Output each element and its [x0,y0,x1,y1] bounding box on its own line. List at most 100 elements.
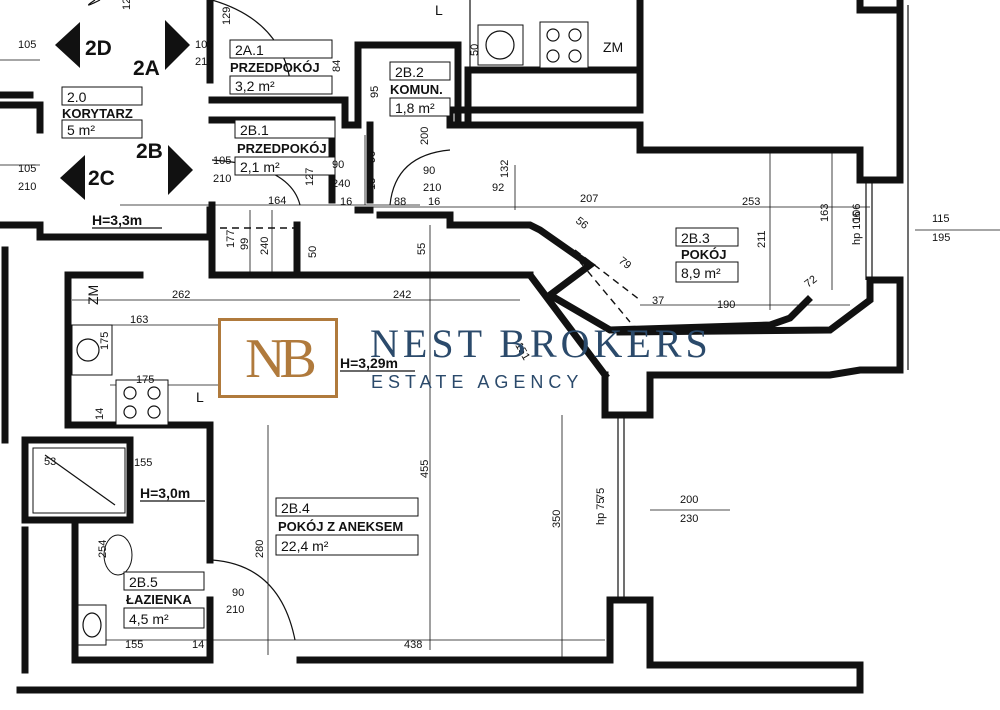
dim-label: 262 [172,289,190,301]
dim-label: 106 [851,204,863,222]
shower [32,447,126,514]
zm-annex-label: ZM [85,285,101,305]
dim-label: 164 [268,195,286,207]
dim-label: 175 [136,374,154,386]
room-2b5-id: 2B.5 [129,574,158,590]
dim-label: 455 [419,460,431,478]
dim-label: 90 [366,151,378,163]
dim-label: 99 [239,238,251,250]
stair-2b-label: 2B [136,140,163,163]
logo-monogram-box: NB [218,318,338,398]
logo-tagline: ESTATE AGENCY [371,372,584,392]
l-annex-label: L [196,389,204,405]
room-2b2-name: KOMUN. [390,82,443,97]
dim-label: 175 [99,332,111,350]
dim-label: 84 [331,60,343,72]
dim-label: 53 [44,456,56,468]
dim-label: 438 [404,639,422,651]
dim-label: 92 [492,182,504,194]
dim-label: 155 [125,639,143,651]
toilet [103,534,133,576]
dim-label: 207 [580,193,598,205]
room-2b4-name: POKÓJ Z ANEKSEM [278,519,403,534]
stair-symbols [55,20,193,200]
stair-labels: 2D 2A 2B 2C [85,37,163,190]
dim-label: 210 [226,604,244,616]
dim-label: 195 [932,232,950,244]
dim-label: 280 [254,540,266,558]
hp-75-label: hp 75 [595,497,607,525]
dim-label: 210 [195,56,213,68]
height-labels: H=3,3m H=3,29m H=3,0m [92,212,415,502]
dim-label: 37 [652,295,664,307]
dim-label: 55 [416,243,428,255]
dim-label: 211 [756,230,768,248]
room-2b4-area: 22,4 m² [281,538,329,554]
dim-label: 16 [340,196,352,208]
stove-top-kitchen [539,21,589,69]
room-2b3-area: 8,9 m² [681,265,721,281]
logo-company-name: NEST BROKERS [370,321,712,366]
dim-label: 190 [717,299,735,311]
dim-label: 90 [232,587,244,599]
dim-label: 240 [332,178,350,190]
logo-monogram: NB [245,328,317,390]
room-labels: 2A.1 PRZEDPOKÓJ 3,2 m² 2B.2 KOMUN. 1,8 m… [62,42,727,627]
dim-label: 242 [393,289,411,301]
dim-label: 105 [195,39,213,51]
dim-label: 132 [499,160,511,178]
room-2b2-id: 2B.2 [395,64,424,80]
washbasin [77,604,107,646]
dim-label: 90 [423,165,435,177]
dim-label: 210 [18,181,36,193]
room-2b3-id: 2B.3 [681,230,710,246]
height-bathroom: H=3,0m [140,485,190,501]
stair-2d-label: 2D [85,37,112,60]
dim-label: 16 [428,196,440,208]
stair-2c-label: 2C [88,167,115,190]
dim-label: 105 [18,163,36,175]
dim-label: 129 [221,7,233,25]
dim-label: 155 [134,457,152,469]
dim-label: 350 [551,510,563,528]
dim-label: 14 [192,639,204,651]
dim-label: 105 [18,39,36,51]
room-2b1-name: PRZEDPOKÓJ [237,141,327,156]
room-2b1-area: 2,1 m² [240,159,280,175]
height-corridor: H=3,3m [92,212,142,228]
dim-label: 90 [332,159,344,171]
height-main-room: H=3,29m [340,355,398,371]
hp-labels: hp 106 hp 75 [595,211,863,525]
dim-label: 210 [423,182,441,194]
dim-label: 200 [680,494,698,506]
dim-label: 200 [419,127,431,145]
dim-label: 127 [304,168,316,186]
room-2b5-area: 4,5 m² [129,611,169,627]
dim-label: 253 [742,196,760,208]
dim-label: 105 [213,155,231,167]
stove-top-annex [115,379,169,426]
sink-annex [71,324,113,376]
dashed-lines [220,227,641,323]
dim-label: 56 [573,215,590,232]
dim-label: 163 [819,204,831,222]
room-20-area: 5 m² [67,122,95,138]
dim-label: 15 [366,178,378,190]
dimension-labels: 105 105 210 129 12 95 84 50 105 210 105 … [18,0,950,651]
dim-label: 210 [213,173,231,185]
room-2b2-area: 1,8 m² [395,100,435,116]
hp-106-label: hp 106 [851,211,863,245]
room-2a1-area: 3,2 m² [235,78,275,94]
stair-2a-label: 2A [133,57,160,80]
room-2b1-id: 2B.1 [240,122,269,138]
dim-label: 240 [259,237,271,255]
dim-label: 79 [616,255,633,272]
fixtures [32,21,589,646]
dim-label: 50 [469,44,481,56]
dim-label: 163 [130,314,148,326]
dim-label: 50 [307,246,319,258]
fixture-labels: ZM ZM L L [85,2,623,405]
dim-label: 254 [97,540,109,558]
dim-label: 115 [932,213,950,225]
